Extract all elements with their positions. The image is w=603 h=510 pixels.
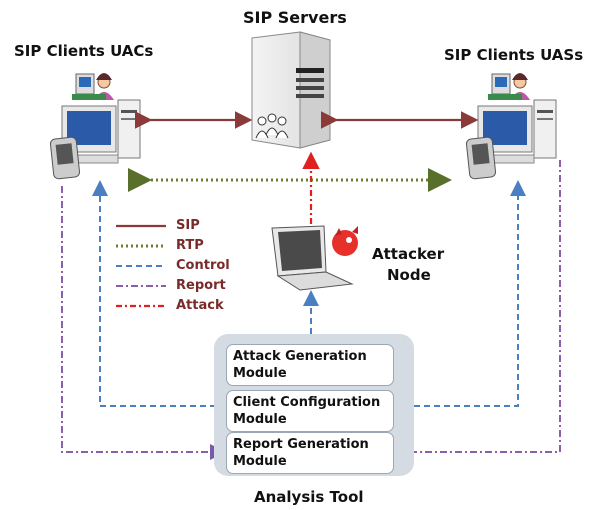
client-configuration-module: Client Configuration Module xyxy=(226,390,394,432)
uass-label: SIP Clients UASs xyxy=(444,46,584,64)
legend-sip-label: SIP xyxy=(176,218,200,233)
legend-report-label: Report xyxy=(176,278,226,293)
module-title: Client Configuration xyxy=(233,395,381,410)
legend-lines xyxy=(116,224,166,308)
sip-server-icon xyxy=(251,31,331,149)
attacker-laptop-icon xyxy=(271,225,358,291)
legend-control-label: Control xyxy=(176,258,230,273)
analysis-tool-label: Analysis Tool xyxy=(254,488,364,506)
sip-servers-label: SIP Servers xyxy=(243,8,347,27)
attacker-label-line2: Node xyxy=(387,266,431,284)
module-title: Attack Generation xyxy=(233,349,367,364)
attack-generation-module: Attack Generation Module xyxy=(226,344,394,386)
module-subtitle: Module xyxy=(233,412,287,427)
legend-attack-label: Attack xyxy=(176,298,224,313)
report-generation-module: Report Generation Module xyxy=(226,432,394,474)
uacs-label: SIP Clients UACs xyxy=(14,42,154,60)
module-subtitle: Module xyxy=(233,366,287,381)
legend-rtp-label: RTP xyxy=(176,238,204,253)
attacker-label-line1: Attacker xyxy=(372,245,445,263)
report-link-uac xyxy=(61,186,226,460)
control-link-uas xyxy=(394,180,526,407)
uac-workstation-icon xyxy=(49,73,141,180)
module-title: Report Generation xyxy=(233,437,369,452)
uas-workstation-icon xyxy=(465,73,557,180)
control-link-uac xyxy=(92,180,226,407)
report-link-uas xyxy=(394,160,561,460)
module-subtitle: Module xyxy=(233,454,287,469)
